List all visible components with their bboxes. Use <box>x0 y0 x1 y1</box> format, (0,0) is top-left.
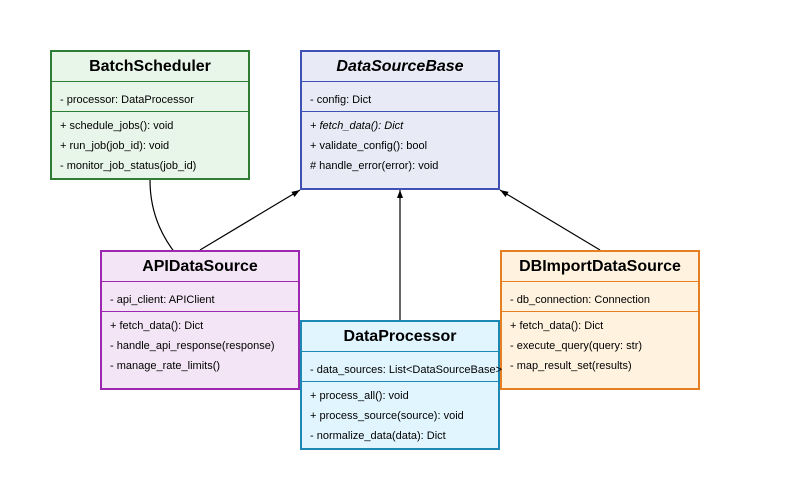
methods-batch-scheduler: + schedule_jobs(): void + run_job(job_id… <box>52 112 248 176</box>
method-map-result-set: - map_result_set(results) <box>510 360 632 372</box>
inheritance-edge-api-to-base <box>199 189 301 251</box>
class-batch-scheduler[interactable]: BatchScheduler - processor: DataProcesso… <box>50 50 250 180</box>
method-run-job: + run_job(job_id): void <box>60 140 170 152</box>
inheritance-arrowhead-api <box>291 190 300 197</box>
class-data-source-base[interactable]: DataSourceBase - config: Dict + fetch_da… <box>300 50 500 190</box>
method-schedule-jobs: + schedule_jobs(): void <box>60 120 174 132</box>
inheritance-arrowhead-processor <box>397 190 403 198</box>
methods-data-source-base: + fetch_data(): Dict + validate_config()… <box>302 112 498 176</box>
methods-data-processor: + process_all(): void + process_source(s… <box>302 382 498 446</box>
method-monitor-job-status: - monitor_job_status(job_id) <box>60 160 197 172</box>
method-fetch-data: + fetch_data(): Dict <box>510 320 604 332</box>
attributes-api-data-source: - api_client: APIClient <box>102 282 298 312</box>
class-name-data-processor: DataProcessor <box>302 322 498 352</box>
method-manage-rate-limits: - manage_rate_limits() <box>110 360 221 372</box>
attributes-db-import-data-source: - db_connection: Connection <box>502 282 698 312</box>
attribute-config: - config: Dict <box>310 94 372 106</box>
method-fetch-data: + fetch_data(): Dict <box>110 320 204 332</box>
class-name-data-source-base: DataSourceBase <box>302 52 498 82</box>
class-name-db-import-data-source: DBImportDataSource <box>502 252 698 282</box>
method-handle-error: # handle_error(error): void <box>310 160 439 172</box>
inheritance-edge-db-to-base <box>499 189 601 251</box>
attribute-api-client: - api_client: APIClient <box>110 294 215 306</box>
class-name-batch-scheduler: BatchScheduler <box>52 52 248 82</box>
attributes-data-source-base: - config: Dict <box>302 82 498 112</box>
inheritance-arrowhead-db <box>500 190 509 197</box>
methods-api-data-source: + fetch_data(): Dict - handle_api_respon… <box>102 312 298 376</box>
attribute-data-sources: - data_sources: List<DataSourceBase> <box>310 364 503 376</box>
method-fetch-data-abstract: + fetch_data(): Dict <box>310 120 404 132</box>
method-process-all: + process_all(): void <box>310 390 409 402</box>
class-api-data-source[interactable]: APIDataSource - api_client: APIClient + … <box>100 250 300 390</box>
attribute-processor: - processor: DataProcessor <box>60 94 194 106</box>
methods-db-import-data-source: + fetch_data(): Dict - execute_query(que… <box>502 312 698 376</box>
attributes-data-processor: - data_sources: List<DataSourceBase> <box>302 352 503 382</box>
method-execute-query: - execute_query(query: str) <box>510 340 643 352</box>
method-handle-api-response: - handle_api_response(response) <box>110 340 275 352</box>
attributes-batch-scheduler: - processor: DataProcessor <box>52 82 248 112</box>
class-data-processor[interactable]: DataProcessor - data_sources: List<DataS… <box>300 320 503 450</box>
attribute-db-connection: - db_connection: Connection <box>510 294 651 306</box>
method-validate-config: + validate_config(): bool <box>310 140 428 152</box>
class-db-import-data-source[interactable]: DBImportDataSource - db_connection: Conn… <box>500 250 700 390</box>
class-name-api-data-source: APIDataSource <box>102 252 298 282</box>
method-normalize-data: - normalize_data(data): Dict <box>310 430 446 442</box>
method-process-source: + process_source(source): void <box>310 410 464 422</box>
